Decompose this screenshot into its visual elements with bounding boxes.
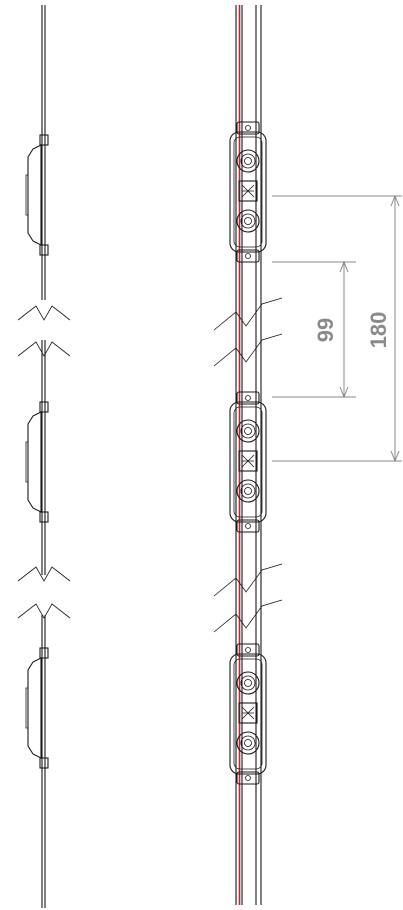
dimension-180: 180 [272,194,402,463]
front-break-marks [213,297,283,633]
dimension-99-label: 99 [313,318,338,342]
dimension-99: 99 [272,260,356,399]
side-view-wire [41,5,46,908]
dimension-180-label: 180 [366,312,391,349]
